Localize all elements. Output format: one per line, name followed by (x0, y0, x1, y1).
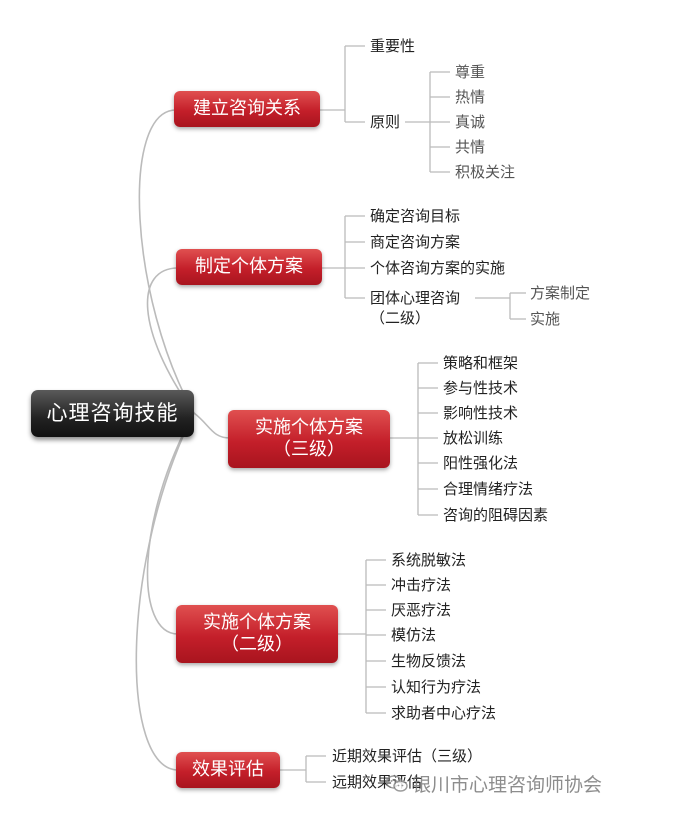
leaf-evaluation: 近期效果评估（三级） (332, 747, 483, 765)
root-node-label: 心理咨询技能 (46, 401, 179, 426)
leaf-technique: 影响性技术 (443, 404, 519, 422)
branch-node-label: 实施个体方案 （三级） (255, 416, 363, 461)
branch-node-implement-level3: 实施个体方案 （三级） (228, 410, 390, 468)
leaf-technique: 合理情绪疗法 (443, 480, 534, 498)
watermark: 银川市心理咨询师协会 (386, 770, 602, 797)
leaf-technique: 阳性强化法 (443, 454, 519, 472)
connector-line (193, 412, 231, 439)
leaf-therapy: 冲击疗法 (391, 576, 452, 594)
leaf-plan-item: 个体咨询方案的实施 (370, 259, 506, 277)
leaf-group-counseling: 团体心理咨询 （二级） (370, 289, 461, 327)
leaf-principles: 原则 (370, 113, 401, 131)
leaf-therapy: 认知行为疗法 (391, 678, 482, 696)
leaf-technique: 策略和框架 (443, 354, 519, 372)
leaf-group-item: 实施 (530, 310, 561, 328)
branch-node-build-relationship: 建立咨询关系 (174, 91, 320, 127)
branch-node-label: 实施个体方案 （二级） (203, 611, 311, 656)
connector-line (135, 412, 195, 771)
branch-node-label: 效果评估 (192, 758, 264, 780)
watermark-text: 银川市心理咨询师协会 (412, 774, 603, 796)
leaf-importance: 重要性 (370, 37, 416, 55)
leaf-principle: 热情 (455, 88, 486, 106)
branch-node-implement-level2: 实施个体方案 （二级） (176, 605, 338, 663)
branch-node-label: 建立咨询关系 (193, 97, 301, 119)
leaf-principle: 共情 (455, 138, 486, 156)
branch-node-label: 制定个体方案 (195, 255, 303, 277)
connector-line (146, 412, 195, 635)
leaf-plan-item: 商定咨询方案 (370, 233, 461, 251)
leaf-therapy: 厌恶疗法 (391, 601, 452, 619)
leaf-principle: 积极关注 (455, 163, 516, 181)
branch-node-evaluation: 效果评估 (176, 752, 280, 788)
leaf-technique: 放松训练 (443, 429, 504, 447)
root-node: 心理咨询技能 (31, 390, 194, 437)
wechat-icon (386, 774, 408, 793)
leaf-plan-item: 确定咨询目标 (370, 207, 461, 225)
leaf-technique: 参与性技术 (443, 379, 519, 397)
branch-node-make-plan: 制定个体方案 (176, 249, 322, 285)
leaf-therapy: 求助者中心疗法 (391, 704, 497, 722)
leaf-principle: 尊重 (455, 63, 486, 81)
connector-line (146, 267, 195, 414)
leaf-therapy: 系统脱敏法 (391, 551, 467, 569)
leaf-principle: 真诚 (455, 113, 486, 131)
leaf-therapy: 模仿法 (391, 626, 437, 644)
leaf-group-item: 方案制定 (530, 284, 591, 302)
leaf-technique: 咨询的阻碍因素 (443, 506, 549, 524)
connector-line (138, 109, 195, 414)
leaf-therapy: 生物反馈法 (391, 652, 467, 670)
